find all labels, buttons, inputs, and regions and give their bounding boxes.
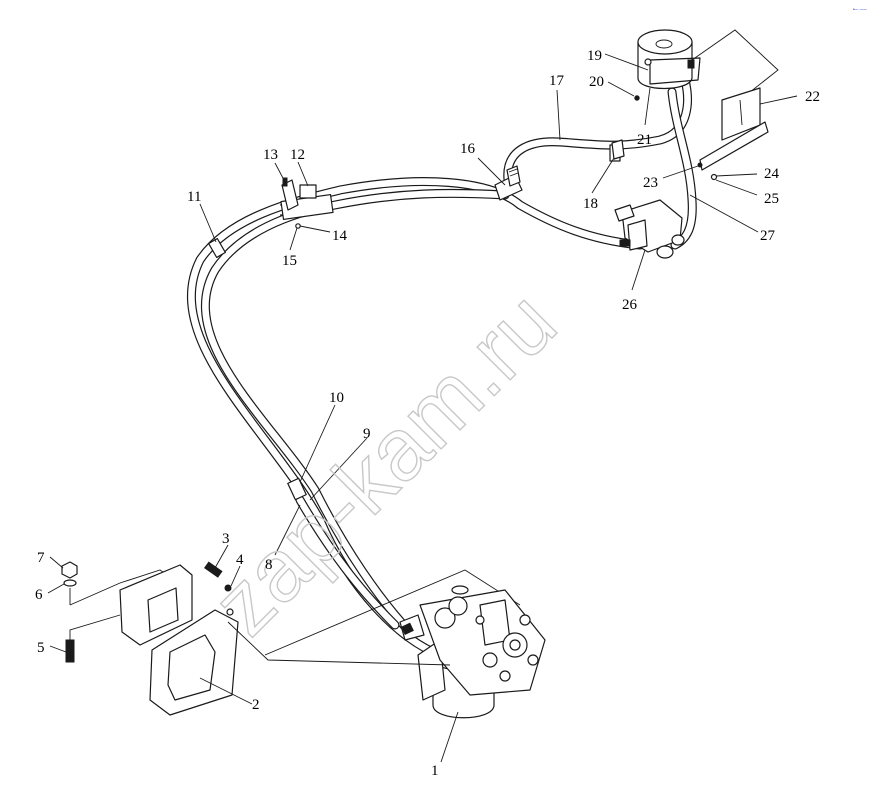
callout-25: 25	[764, 191, 779, 207]
callout-24: 24	[764, 166, 780, 182]
callout-15: 15	[282, 253, 297, 269]
bracket-2	[69, 564, 451, 716]
callout-8: 8	[265, 557, 273, 573]
bracket-12	[281, 177, 317, 229]
callout-labels: 1 2 3 4 5 6 7 8 9 10 11 12 13 14 15 16 1…	[35, 48, 820, 779]
callout-4: 4	[236, 552, 244, 568]
callout-1: 1	[431, 763, 439, 779]
callout-23: 23	[643, 175, 658, 191]
pump-1	[264, 569, 546, 719]
hose-17	[503, 75, 692, 185]
valve-26	[614, 199, 685, 259]
callout-2: 2	[252, 697, 260, 713]
callout-18: 18	[583, 196, 598, 212]
bracket-22	[691, 29, 779, 181]
callout-7: 7	[37, 550, 45, 566]
callout-5: 5	[37, 640, 45, 656]
callout-13: 13	[263, 147, 278, 163]
callout-9: 9	[363, 426, 371, 442]
callout-20: 20	[589, 74, 604, 90]
callout-11: 11	[187, 189, 201, 205]
callout-10: 10	[329, 390, 344, 406]
callout-3: 3	[222, 531, 230, 547]
hose-bundle	[186, 177, 645, 660]
callout-12: 12	[290, 147, 305, 163]
callout-21: 21	[637, 132, 652, 148]
reservoir-19	[634, 29, 701, 101]
corner-mark: •─ ──	[853, 7, 867, 13]
leader-lines	[47, 53, 798, 763]
fitting-16	[494, 165, 523, 201]
callout-16: 16	[460, 141, 476, 157]
callout-26: 26	[622, 297, 638, 313]
callout-22: 22	[805, 89, 820, 105]
callout-19: 19	[587, 48, 602, 64]
callout-27: 27	[760, 228, 776, 244]
callout-14: 14	[332, 228, 348, 244]
callout-6: 6	[35, 587, 43, 603]
fitting-18	[611, 139, 625, 160]
fasteners	[61, 561, 232, 663]
callout-17: 17	[549, 73, 565, 89]
hose-27	[667, 87, 697, 250]
